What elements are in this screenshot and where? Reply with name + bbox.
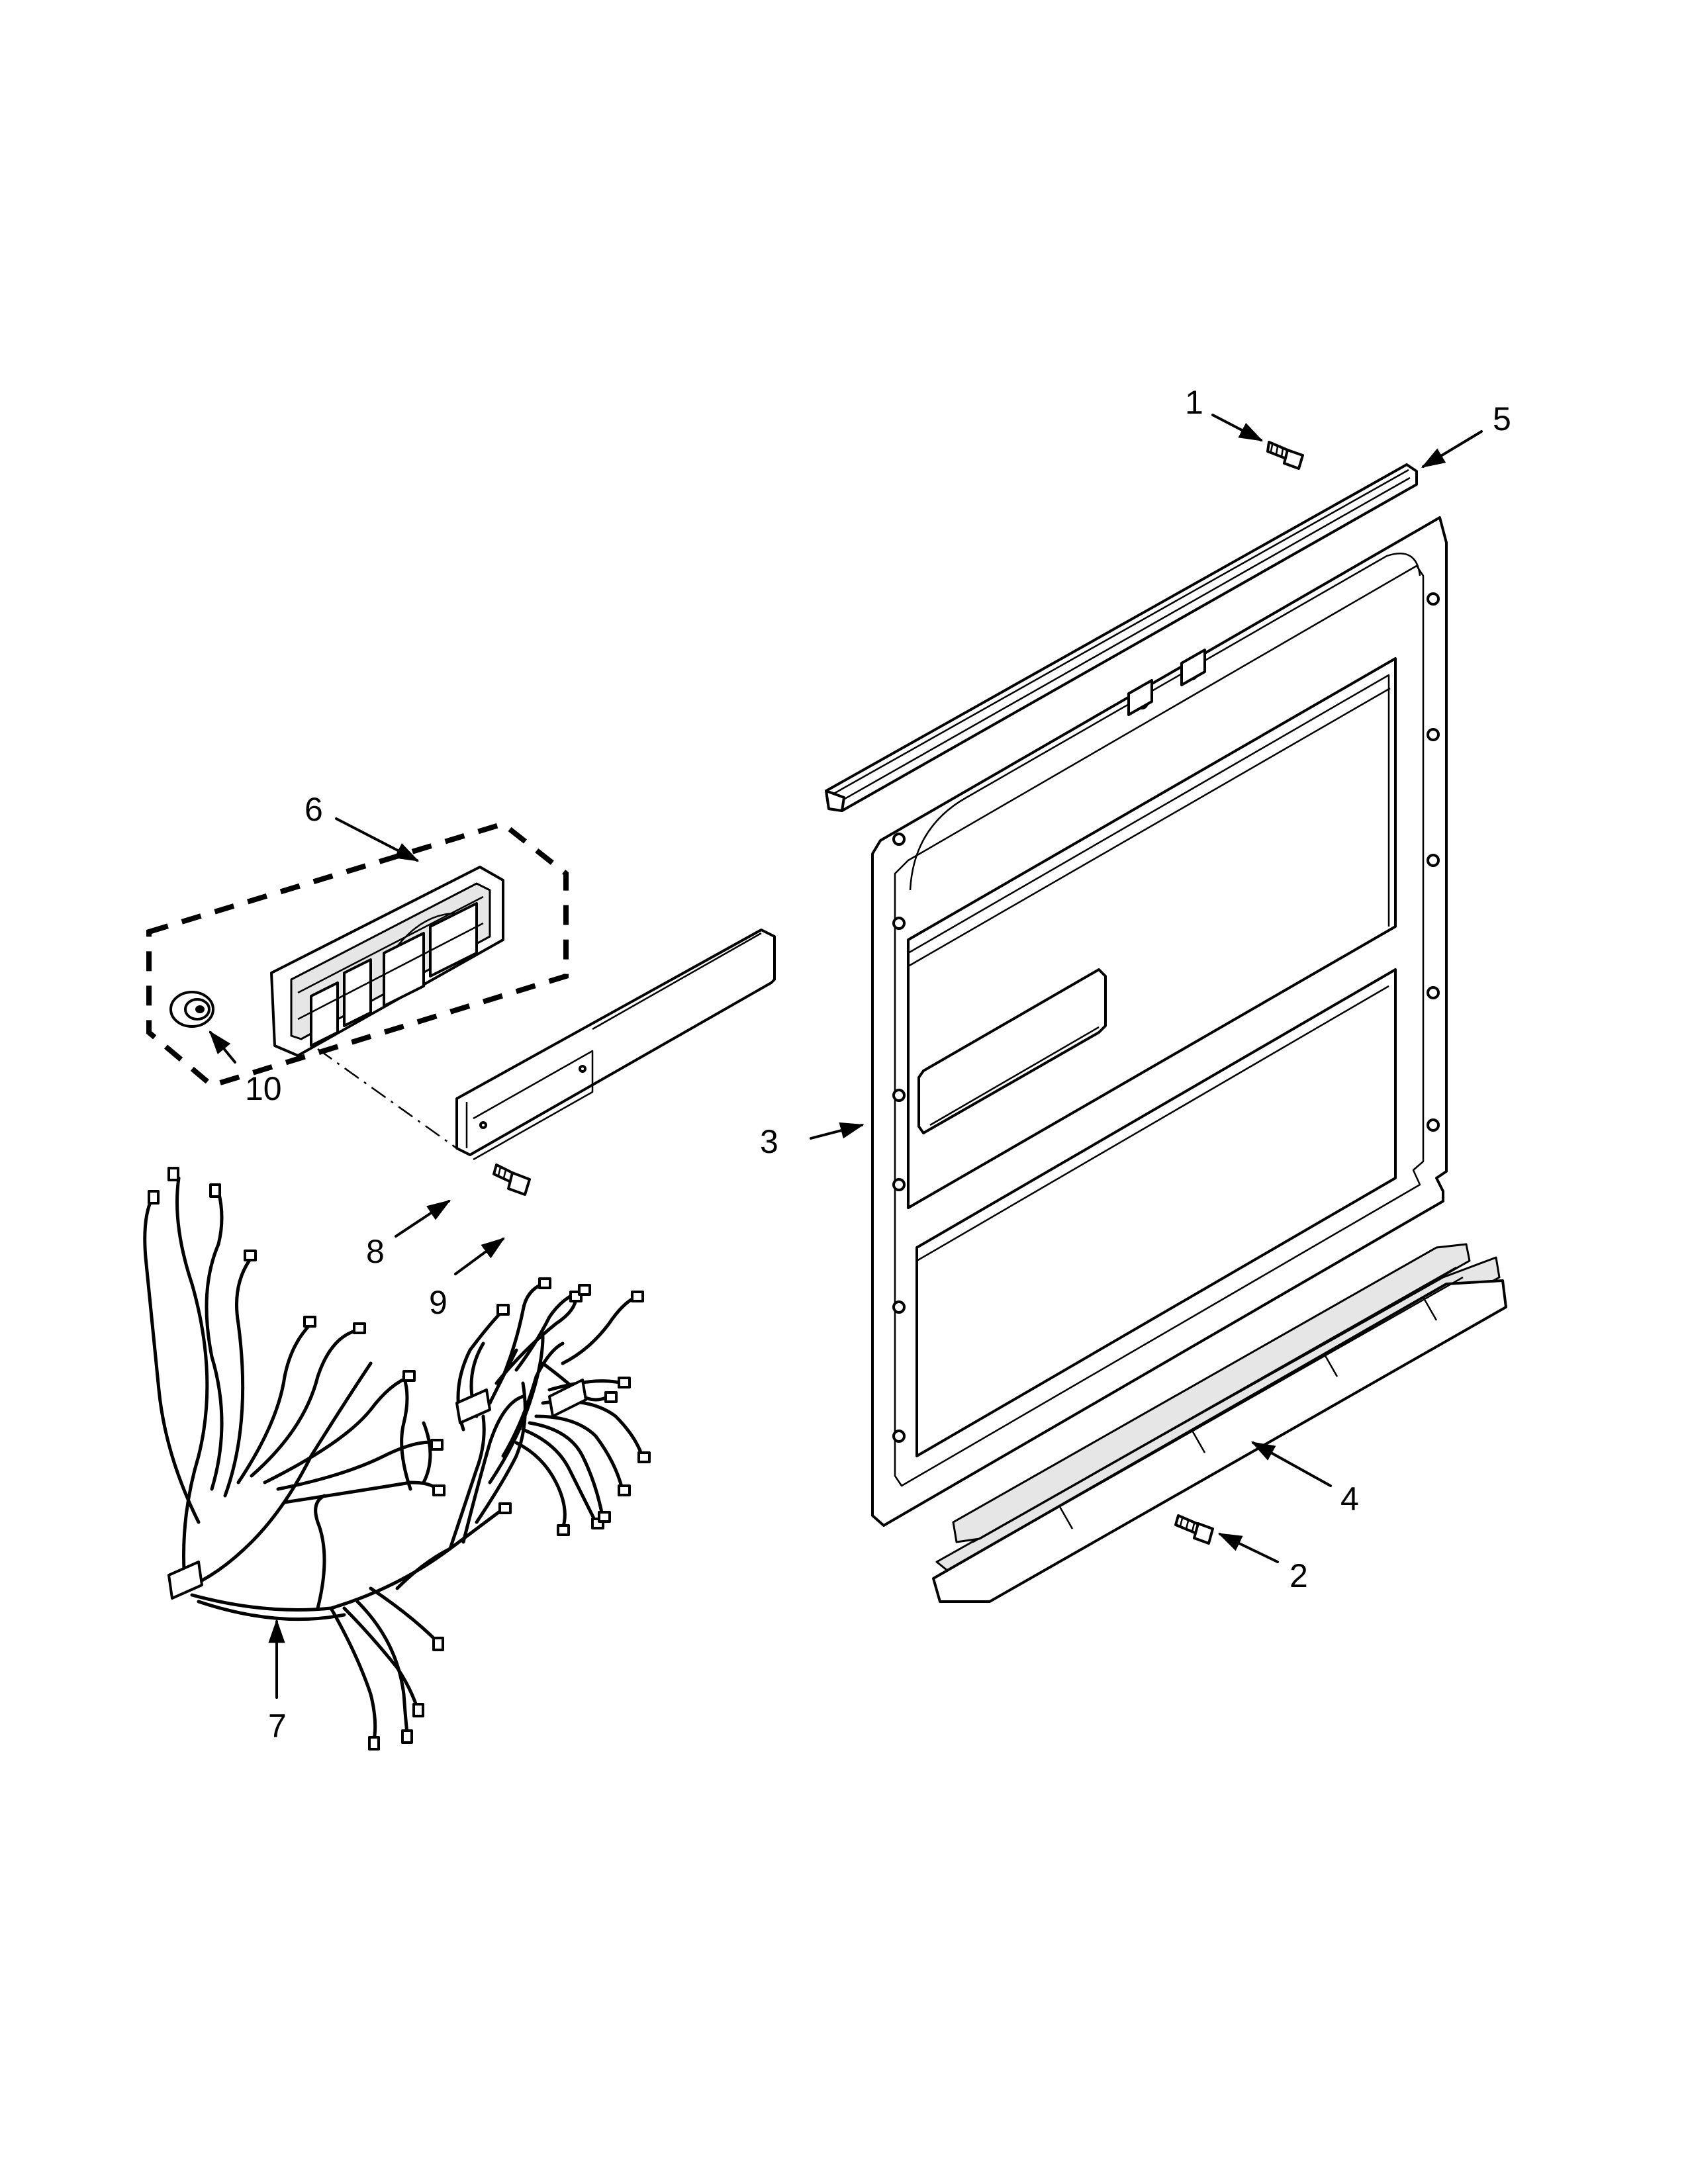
screw-part-2 — [1174, 1514, 1214, 1545]
knob-part-10 — [169, 991, 214, 1028]
wire-harness-part-7 — [143, 1176, 644, 1743]
callout-8: 8 — [366, 1233, 385, 1270]
top-trim-strip — [825, 463, 1418, 812]
inner-door-panel — [871, 516, 1448, 1527]
bottom-vent-assembly — [932, 1243, 1507, 1603]
cover-plate-part-8 — [455, 929, 776, 1161]
callout-labels: 1 2 3 4 5 6 7 8 9 10 — [245, 384, 1511, 1745]
callout-6: 6 — [305, 791, 323, 828]
callout-5: 5 — [1493, 400, 1511, 437]
screw-part-1 — [1266, 441, 1304, 470]
callout-7: 7 — [268, 1707, 287, 1745]
callout-1: 1 — [1185, 384, 1203, 421]
screw-part-9 — [492, 1163, 531, 1196]
control-module — [146, 821, 569, 1089]
callout-3: 3 — [760, 1123, 778, 1160]
harness-connectors — [148, 1167, 651, 1751]
callout-10: 10 — [245, 1070, 282, 1107]
alignment-dashdot-line — [317, 1048, 457, 1150]
callout-4: 4 — [1340, 1480, 1359, 1518]
callout-2: 2 — [1289, 1557, 1308, 1594]
callout-9: 9 — [429, 1284, 447, 1321]
leader-arrows — [209, 414, 1483, 1699]
